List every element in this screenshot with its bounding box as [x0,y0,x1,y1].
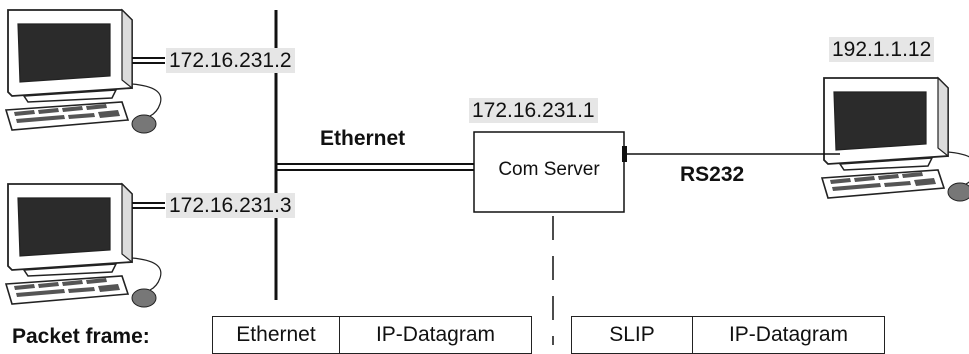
host-1-link [132,57,165,64]
ethernet-label: Ethernet [320,127,406,150]
slip-packet-frame: SLIP IP-Datagram [571,316,885,354]
frame-payload-ip-datagram: IP-Datagram [339,317,531,353]
host-computer-3 [821,77,969,202]
frame-payload-ip-datagram-slip: IP-Datagram [692,317,884,353]
server-ip: 172.16.231.1 [469,98,598,123]
packet-frame-title: Packet frame: [12,325,150,348]
frame-header-slip: SLIP [609,323,655,346]
frame-header-ethernet: Ethernet [236,323,316,346]
host-1-ip: 172.16.231.2 [166,48,295,73]
host-2-ip: 172.16.231.3 [166,193,295,218]
rs232-label: RS232 [680,163,745,186]
host-computer-1 [5,9,162,134]
ethernet-packet-frame: Ethernet IP-Datagram [212,316,532,354]
ethernet-link [276,163,474,171]
serial-port [622,146,627,162]
com-server-label: Com Server [498,159,600,180]
host-3-ip: 192.1.1.12 [829,37,935,62]
com-server-box [473,131,625,213]
host-2-link [132,202,165,209]
